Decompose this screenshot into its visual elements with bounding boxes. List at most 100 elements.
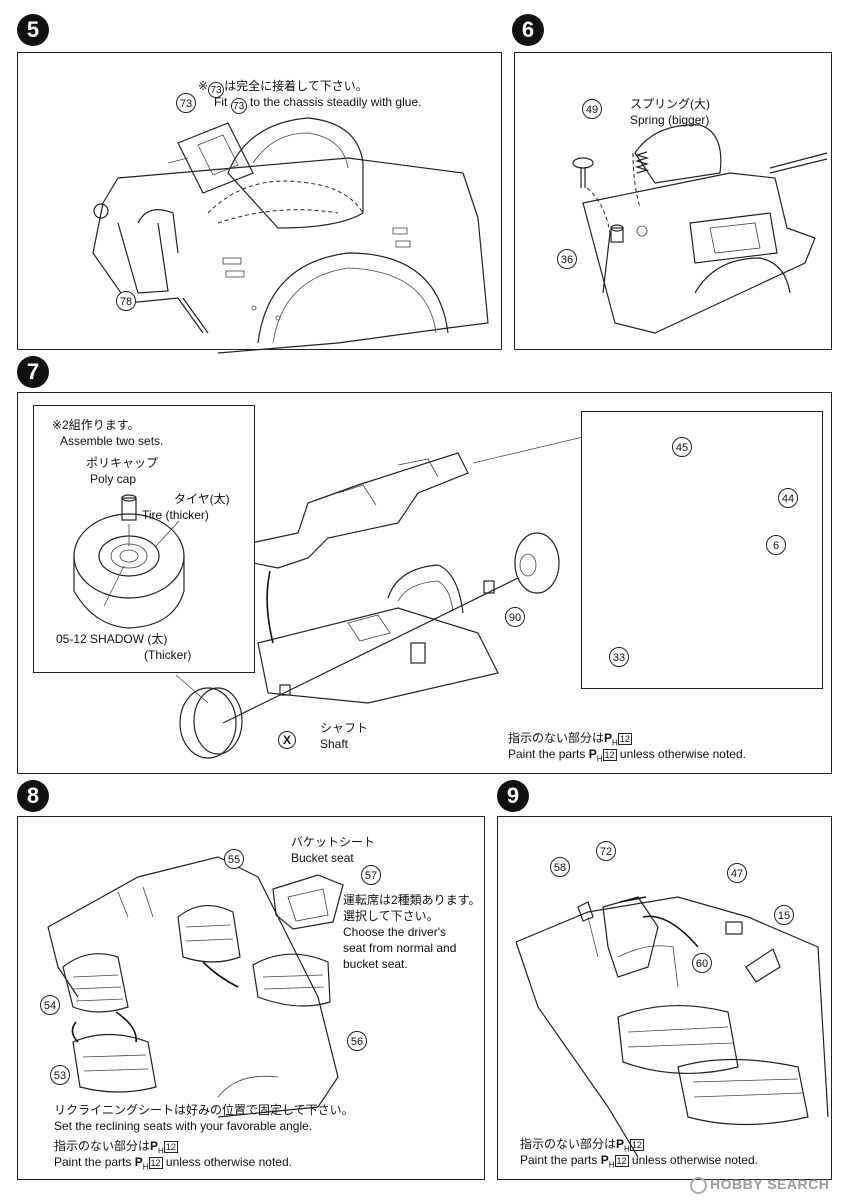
callout-15: 15 [774,905,794,925]
paint-code-sub-en: H [596,754,603,764]
shaft-label-en: Shaft [320,737,349,751]
callout-6: 6 [766,535,786,555]
wheel-sublabel: (Thicker) [144,648,192,662]
tire-label-en: Tire (thicker) [142,508,209,522]
inset-note-en: Assemble two sets. [60,434,164,448]
step-9-illustration [515,896,829,1158]
paint-code-letter-en: P [134,1155,143,1169]
step-8-panel: バケットシート Bucket seat 運転席は2種類あります。 選択して下さい… [17,816,485,1180]
step-8-illustration [47,856,344,1118]
logo-circle-icon [690,1176,707,1194]
paint-code-sub-en: H [608,1160,615,1170]
callout-57: 57 [361,865,381,885]
paint-code-letter: P [604,731,613,745]
callout-44: 44 [778,488,798,508]
paint-code-num-en: 12 [148,1156,163,1169]
driver-note-jp-1: 運転席は2種類あります。 [343,893,481,907]
driver-note-en-3: bucket seat. [343,957,408,971]
recline-note-en: Set the reclining seats with your favora… [54,1119,313,1133]
wheel-inset: ※2組作ります。 Assemble two sets. ポリキャップ Poly … [33,405,255,673]
callout-49: 49 [582,99,602,119]
step-7-panel: ※2組作ります。 Assemble two sets. ポリキャップ Poly … [17,392,832,774]
step-8-number: 8 [17,780,49,812]
callout-54: 54 [40,995,60,1015]
callout-33: 33 [609,647,629,667]
shaft-mark-x: X [278,731,296,749]
paint-en-tail: unless otherwise noted. [619,747,746,761]
watermark-text: HOBBY SEARCH [710,1176,830,1192]
step-6-number: 6 [512,14,544,46]
paint-code-sub: H [624,1144,630,1154]
paint-en-pre: Paint the parts [54,1155,132,1169]
callout-36: 36 [557,249,577,269]
callout-55: 55 [224,849,244,869]
paint-code-letter: P [150,1139,159,1153]
paint-code-num: 12 [629,1138,644,1151]
polycap-label-en: Poly cap [90,472,137,486]
shaft-label-jp: シャフト [320,721,369,735]
paint-jp-text: 指示のない部分は [508,731,605,745]
paint-en-pre: Paint the parts [520,1153,598,1167]
paint-en-tail: unless otherwise noted. [165,1155,292,1169]
paint-code-letter: P [616,1137,625,1151]
paint-code-sub: H [612,738,618,748]
paint-en-tail: unless otherwise noted. [631,1153,758,1167]
driver-note-en-2: seat from normal and [343,941,457,955]
step-5-number: 5 [17,14,49,46]
callout-72: 72 [596,841,616,861]
polycap-label-jp: ポリキャップ [86,456,159,470]
step-5-note-en: Fit 73 to the chassis steadily with glue… [214,95,422,114]
callout-58: 58 [550,857,570,877]
step-6-panel: スプリング(大) Spring (bigger) 49 36 [514,52,832,350]
hobby-search-watermark: HOBBY SEARCH [690,1176,829,1194]
bucket-label-en: Bucket seat [291,851,354,865]
callout-56: 56 [347,1031,367,1051]
callout-45: 45 [672,437,692,457]
step-9-number: 9 [497,780,529,812]
wheel-inset-illustration [73,494,185,629]
spring-label-jp: スプリング(大) [630,97,710,111]
paint-code-num-en: 12 [602,748,617,761]
paint-jp-text: 指示のない部分は [54,1139,151,1153]
paint-en-pre: Paint the parts [508,747,586,761]
recline-note-jp: リクライニングシートは好みの位置で固定して下さい。 [54,1103,354,1117]
note-en-pre: Fit [214,95,228,109]
note-jp-tail: は完全に接着して下さい。 [224,79,368,93]
tire-label-jp: タイヤ(太) [174,492,230,506]
paint-code-letter-en: P [600,1153,609,1167]
note-en-tail: to the chassis steadily with glue. [250,95,422,109]
step-6-illustration [572,124,828,334]
note-mark: ※ [198,79,209,93]
bucket-label-jp: バケットシート [291,835,376,849]
inset-note-jp: ※2組作ります。 [52,418,140,432]
callout-73: 73 [176,93,196,113]
paint-code-sub-en: H [142,1162,149,1172]
wheel-label: 05-12 SHADOW (太) [56,632,168,646]
driver-note-en-1: Choose the driver's [343,925,447,939]
paint-code-num: 12 [617,732,632,745]
paint-code-num-en: 12 [614,1154,629,1167]
callout-53: 53 [50,1065,70,1085]
callout-90: 90 [505,607,525,627]
step-5-illustration [92,117,489,354]
callout-60: 60 [692,953,712,973]
callout-78: 78 [116,291,136,311]
driver-note-jp-2: 選択して下さい。 [343,909,439,923]
paint-code-sub: H [158,1146,164,1156]
paint-code-num: 12 [163,1140,178,1153]
callout-73-inline: 73 [208,82,225,98]
spring-label-en: Spring (bigger) [630,113,710,127]
callout-73-inline-en: 73 [230,98,247,114]
callout-47: 47 [727,863,747,883]
paint-code-letter-en: P [588,747,597,761]
step-7-number: 7 [17,356,49,388]
